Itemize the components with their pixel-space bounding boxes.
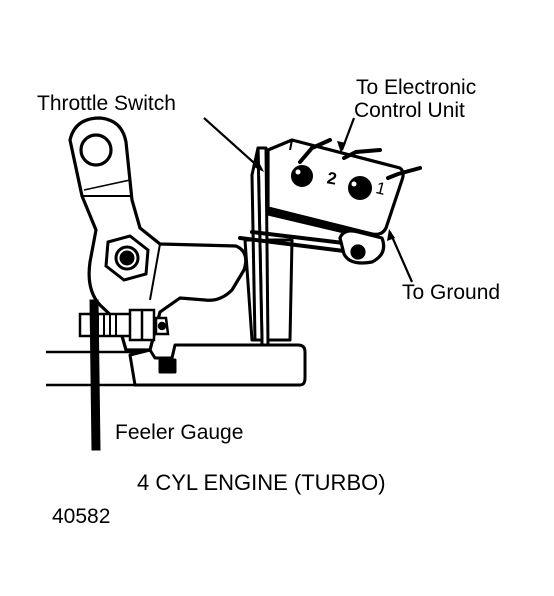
ecu-label: To Electronic Control Unit [354,76,477,122]
diagram-caption: 4 CYL ENGINE (TURBO) [137,470,386,495]
throttle-switch-label: Throttle Switch [37,92,176,115]
feeler-gauge-strip [89,299,101,451]
lever-hex-nut [104,234,150,282]
figure-number: 40582 [52,505,111,528]
wire-leads [298,138,422,180]
switch-body [266,138,405,265]
ecu-label-line2: Control Unit [354,99,465,122]
ecu-label-line1: To Electronic [356,76,477,99]
ground-label: To Ground [402,281,501,304]
terminal-screws [291,165,372,200]
leader-arrowheads [252,141,395,241]
feeler-gauge-label: Feeler Gauge [115,421,244,444]
base-bracket [128,343,307,387]
switch-linkage [238,230,354,254]
